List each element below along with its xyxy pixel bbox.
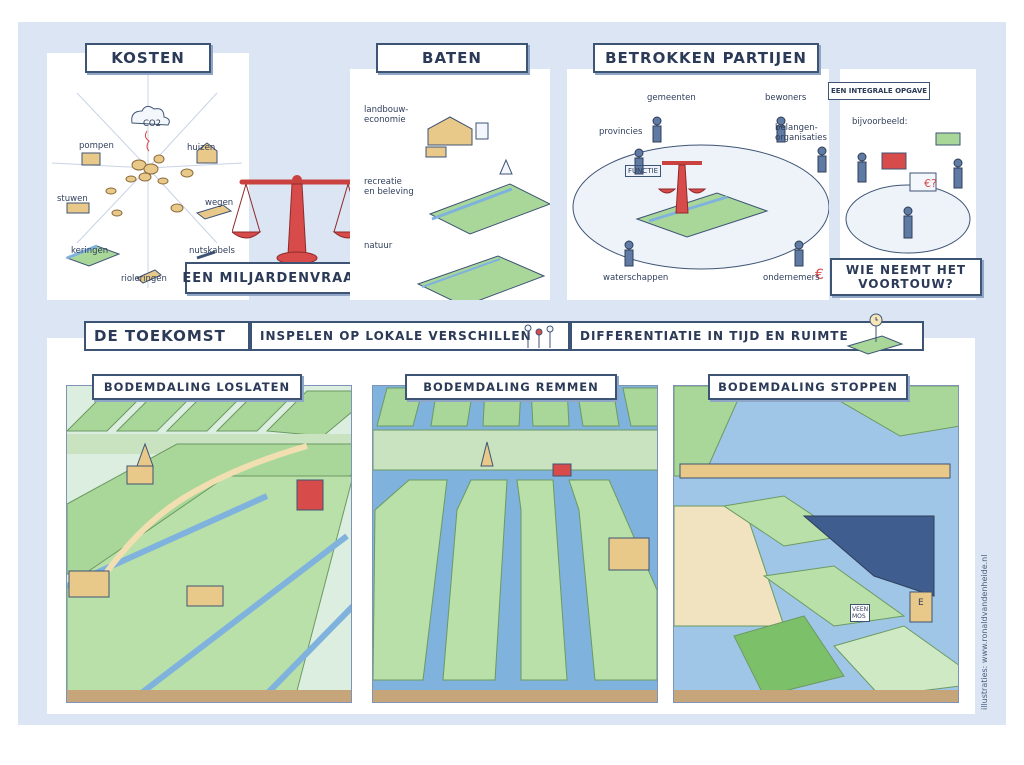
kosten-title: KOSTEN — [85, 43, 211, 73]
kosten-item-huizen: huizen — [187, 143, 216, 153]
baten-item-recreatie: recreatie en beleving — [364, 177, 414, 197]
scenario-remmen — [372, 385, 658, 703]
partij-gemeenten: gemeenten — [647, 93, 696, 103]
kosten-item-co2: CO2 — [143, 119, 162, 129]
clock-field-icon — [846, 313, 904, 355]
partij-provincies: provincies — [599, 127, 643, 137]
baten-item-natuur: natuur — [364, 241, 393, 251]
partijen-sign: FUNCTIE — [625, 165, 662, 177]
kosten-item-pompen: pompen — [79, 141, 114, 151]
credit-text: illustraties: www.ronaldvandenheide.nl — [980, 554, 989, 710]
partij-belangenorganisaties: belangen- organisaties — [775, 123, 827, 143]
partij-bewoners: bewoners — [765, 93, 807, 103]
partijen-panel: € gemeenten bewoners provincies belangen… — [567, 69, 830, 300]
location-pins-icon — [524, 324, 554, 348]
partij-waterschappen: waterschappen — [603, 273, 669, 283]
toekomst-step1: INSPELEN OP LOKALE VERSCHILLEN — [250, 321, 570, 351]
kosten-item-nutskabels: nutskabels — [189, 246, 235, 256]
opgave-example: bijvoorbeeld: — [852, 117, 908, 127]
scenario-loslaten-title: BODEMDALING LOSLATEN — [92, 374, 302, 400]
kosten-illustration — [51, 63, 243, 288]
svg-text:€: € — [815, 267, 824, 283]
scenario-loslaten — [66, 385, 352, 703]
kosten-item-stuwen: stuwen — [57, 194, 88, 204]
opgave-header: EEN INTEGRALE OPGAVE — [828, 82, 930, 100]
infographic-canvas: CO2 pompen huizen stuwen wegen keringen … — [18, 22, 1006, 725]
kosten-item-wegen: wegen — [205, 198, 234, 208]
kosten-panel: CO2 pompen huizen stuwen wegen keringen … — [47, 53, 249, 300]
scenario-stoppen: VEEN MOS E — [673, 385, 959, 703]
kosten-item-rioleringen: rioleringen — [121, 274, 167, 284]
svg-text:€?: €? — [924, 177, 937, 190]
baten-item-landbouw: landbouw- economie — [364, 105, 409, 125]
baten-illustration — [416, 116, 552, 307]
baten-panel: landbouw- economie recreatie en beleving… — [350, 69, 552, 307]
baten-title: BATEN — [376, 43, 528, 73]
balance-scale-icon — [232, 175, 362, 265]
partijen-illustration: € — [572, 116, 830, 283]
opgave-illustration: €? — [845, 132, 971, 254]
kosten-item-keringen: keringen — [71, 246, 109, 256]
toekomst-title: DE TOEKOMST — [84, 321, 250, 351]
opgave-question: WIE NEEMT HET VOORTOUW? — [830, 258, 982, 296]
partijen-title: BETROKKEN PARTIJEN — [593, 43, 819, 73]
scenario-remmen-title: BODEMDALING REMMEN — [405, 374, 617, 400]
scenario-stoppen-title: BODEMDALING STOPPEN — [708, 374, 908, 400]
partij-ondernemers: ondernemers — [763, 273, 820, 283]
energy-sign: E — [918, 598, 924, 608]
veenmos-sign: VEEN MOS — [850, 604, 871, 622]
